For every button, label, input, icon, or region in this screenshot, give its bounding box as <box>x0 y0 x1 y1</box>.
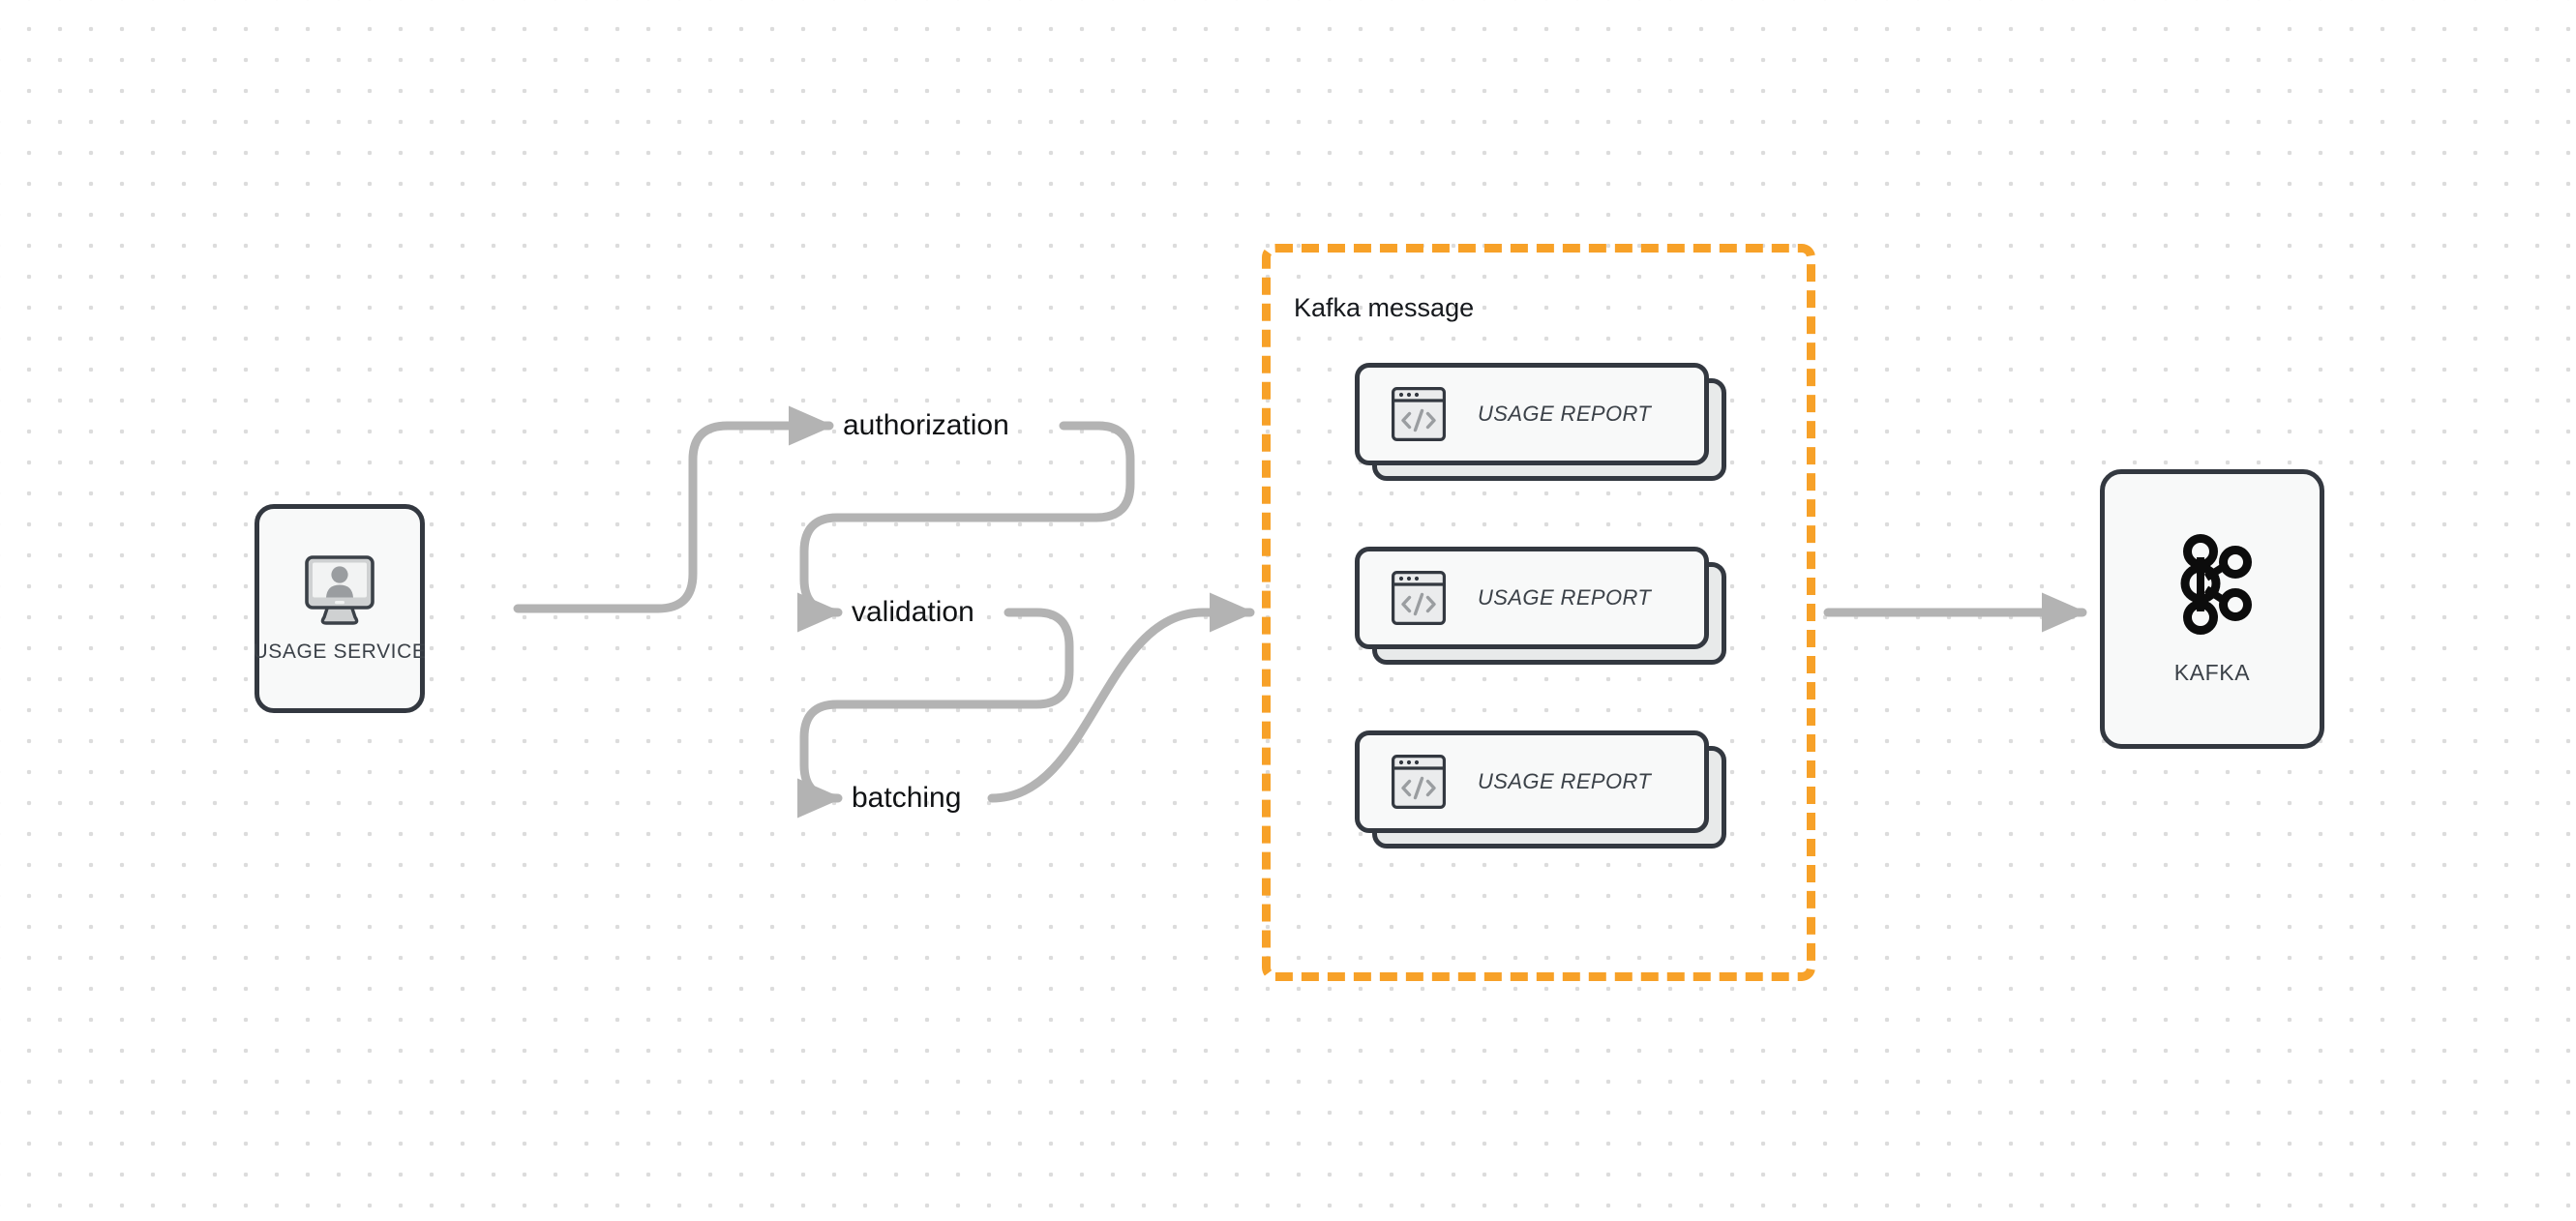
node-kafka[interactable]: KAFKA <box>2100 469 2324 749</box>
edge-validation-to-batching <box>796 608 1074 819</box>
kafka-logo-icon <box>2168 532 2257 635</box>
card-stack-front: USAGE REPORT <box>1355 547 1709 649</box>
usage-report-card-label: USAGE REPORT <box>1478 585 1652 610</box>
monitor-user-icon <box>299 553 380 627</box>
edge-label-authorization: authorization <box>843 409 1009 441</box>
card-stack-front: USAGE REPORT <box>1355 730 1709 833</box>
usage-report-card[interactable]: USAGE REPORT <box>1355 363 1726 481</box>
kafka-message-group <box>1262 244 1815 981</box>
node-usage-service-label: USAGE SERVICE <box>253 640 427 663</box>
node-usage-service[interactable]: USAGE SERVICE <box>253 504 427 713</box>
edge-usage-service-to-authorization <box>513 405 834 613</box>
edge-batching-to-kafka-message <box>987 592 1255 803</box>
edge-label-validation: validation <box>852 596 974 628</box>
usage-report-card[interactable]: USAGE REPORT <box>1355 547 1726 665</box>
usage-report-card-label: USAGE REPORT <box>1478 769 1652 793</box>
edge-label-batching: batching <box>852 782 962 814</box>
code-window-icon <box>1360 386 1447 442</box>
edge-authorization-to-validation <box>796 421 1135 633</box>
usage-report-card[interactable]: USAGE REPORT <box>1355 730 1726 849</box>
card-stack-front: USAGE REPORT <box>1355 363 1709 465</box>
node-kafka-label: KAFKA <box>2173 660 2251 685</box>
kafka-message-title: Kafka message <box>1294 293 1475 322</box>
usage-report-card-label: USAGE REPORT <box>1478 402 1652 426</box>
code-window-icon <box>1360 754 1447 810</box>
code-window-icon <box>1360 570 1447 626</box>
